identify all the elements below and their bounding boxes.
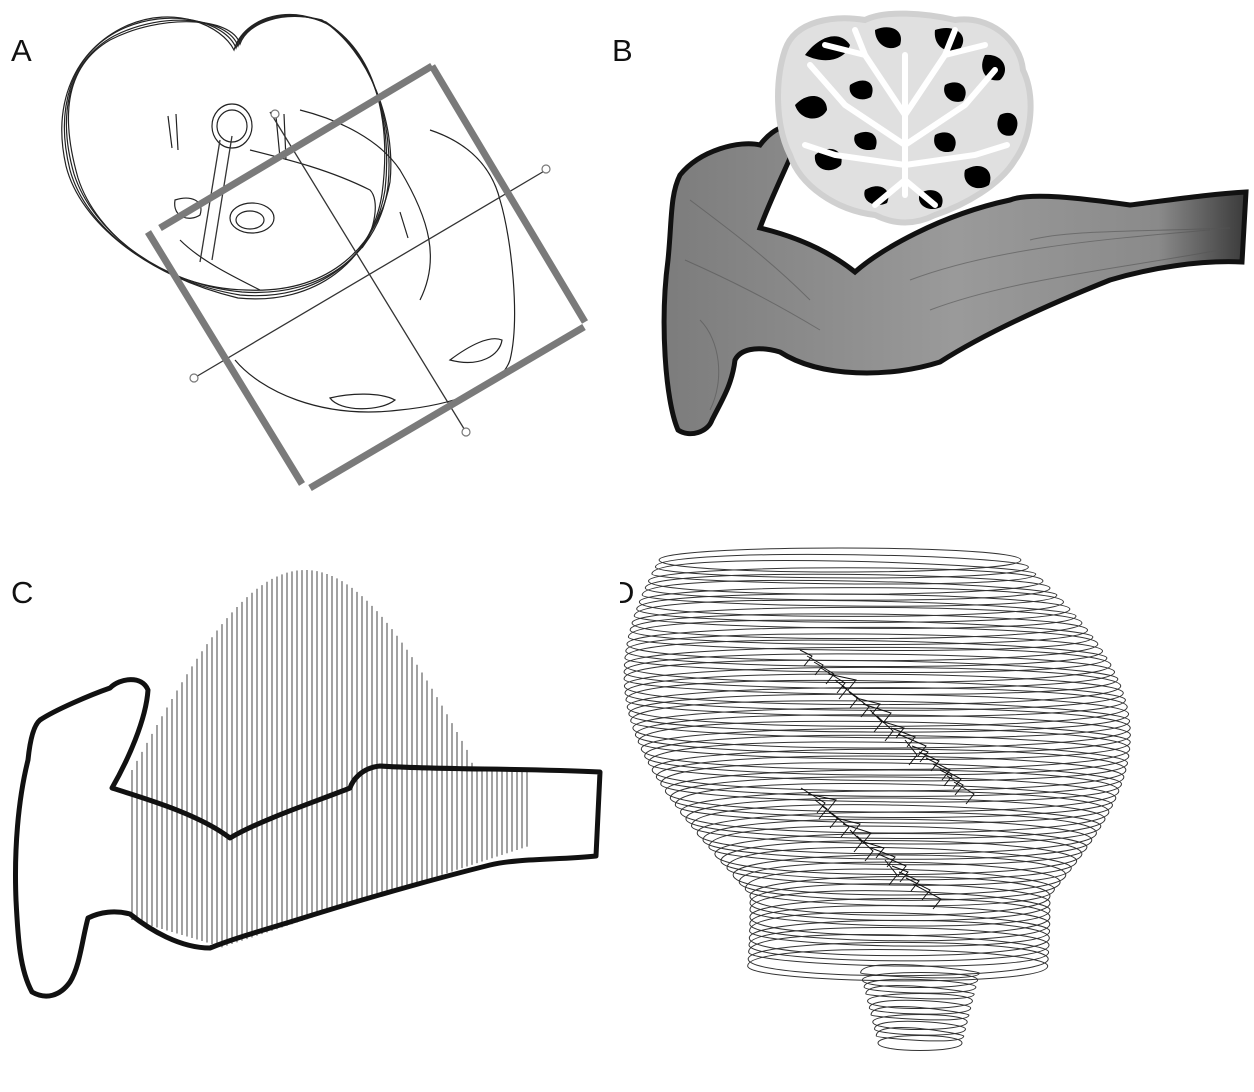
panel-d-drawing	[620, 500, 1254, 1092]
contour-outline	[624, 647, 1111, 682]
contour-outline	[749, 934, 1049, 966]
rotated-guide-frame	[148, 66, 585, 488]
contour-outline	[748, 942, 1048, 975]
internal-structure-stroke	[885, 860, 897, 885]
panel-b: B	[610, 0, 1254, 500]
vertical-projection-lines	[132, 570, 527, 947]
panel-b-drawing	[610, 0, 1254, 500]
panel-c: C	[0, 520, 620, 1092]
panel-a-drawing	[0, 0, 610, 500]
cerebellum	[778, 14, 1031, 223]
internal-structure-stroke	[906, 878, 930, 900]
panel-d: D	[620, 500, 1254, 1092]
internal-structure-stroke	[808, 794, 836, 810]
contour-outline	[721, 841, 1077, 880]
panel-c-drawing	[0, 520, 620, 1092]
internal-structure-stroke	[898, 734, 926, 756]
brainstem-section-outlines	[62, 15, 515, 412]
contour-outline	[624, 654, 1114, 689]
internal-structure-stroke	[905, 740, 917, 765]
internal-structure-stroke	[919, 752, 939, 771]
internal-structure-stroke	[863, 704, 891, 723]
contour-outline	[628, 620, 1092, 650]
contour-outline	[659, 548, 1021, 572]
contour-outline	[878, 1036, 962, 1051]
stacked-contours	[624, 548, 1130, 1051]
panel-a: A	[0, 0, 610, 500]
